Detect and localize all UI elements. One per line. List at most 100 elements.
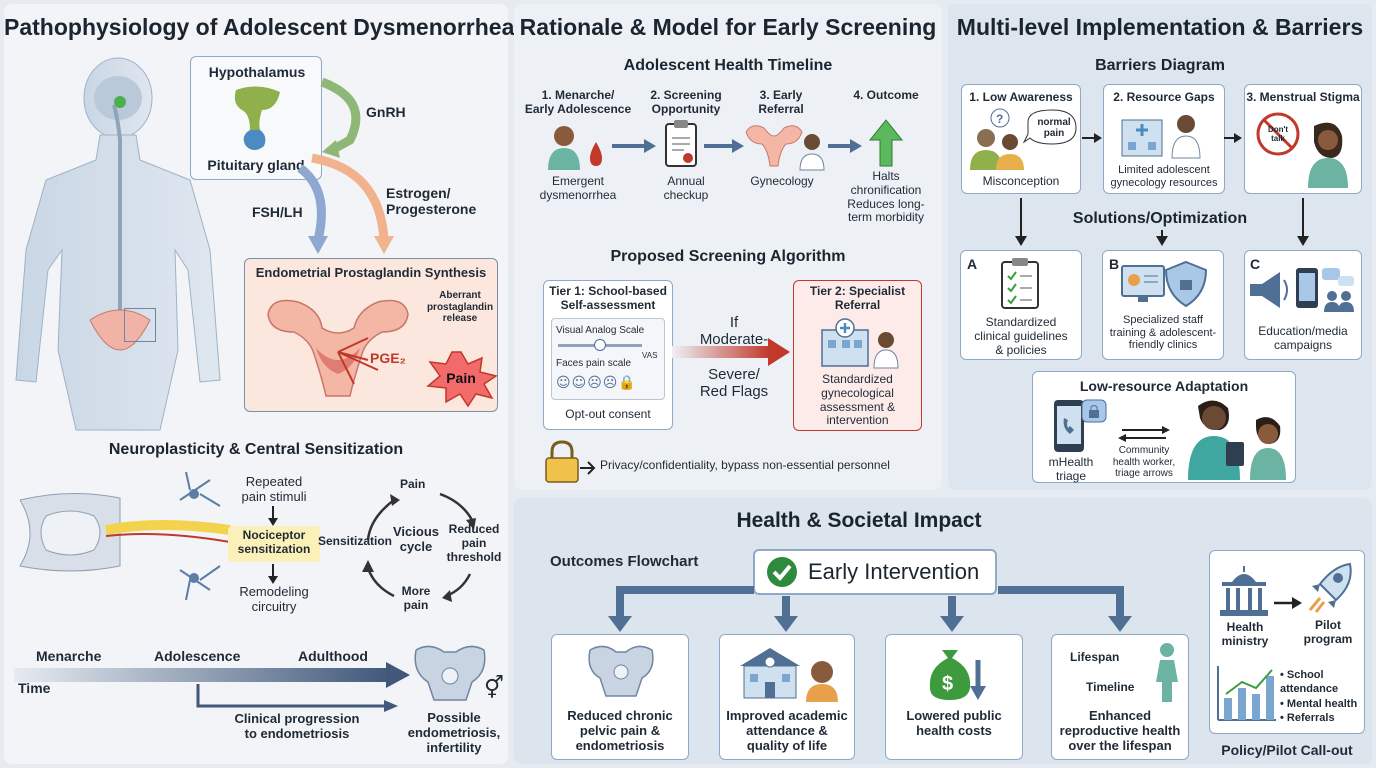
metrics-list: • School attendance • Mental health • Re… [1280, 669, 1358, 724]
step-4-label: 4. Outcome [853, 88, 919, 102]
media-campaign-icon [1250, 268, 1354, 312]
lifespan-label: Lifespan [1070, 650, 1120, 664]
timeline-time-label: Time [18, 680, 51, 696]
uterus-icon [267, 299, 409, 397]
mhealth-label: mHealth triage [1048, 455, 1094, 483]
algorithm-title: Proposed Screening Algorithm [610, 248, 846, 265]
step-2-label: 2. Screening Opportunity [650, 88, 722, 116]
synthesis-title: Endometrial Prostaglandin Synthesis [255, 265, 487, 280]
vas-tag: VAS [642, 351, 658, 360]
outcome-pain-label: Reduced chronic pelvic pain & endometrio… [567, 708, 673, 753]
barrier-arrows [1015, 133, 1309, 246]
money-bag-down-icon: $ [929, 650, 986, 700]
scale-card [551, 318, 665, 400]
solution-c-letter: C [1250, 256, 1261, 272]
outcome-costs-label: Lowered public health costs [906, 708, 1002, 738]
impact-title: Health & Societal Impact [736, 509, 982, 532]
possible-outcome-label: Possible endometriosis, infertility [407, 710, 501, 755]
vicious-cycle-arrows [362, 492, 476, 602]
hypothalamus-label: Hypothalamus [208, 64, 306, 80]
privacy-lock-icon [545, 440, 596, 483]
policy-callout-label: Policy/Pilot Call-out [1221, 742, 1353, 758]
pelvis-icon [414, 645, 486, 701]
barrier-3-title: 3. Menstrual Stigma [1246, 90, 1360, 104]
ministry-building-icon [1220, 566, 1268, 616]
step-3-label: 3. Early Referral [758, 88, 804, 116]
step-2-caption: Annual checkup [663, 174, 709, 202]
repeated-stimuli-label: Repeated pain stimuli [241, 474, 307, 504]
outcome-academic-label: Improved academic attendance & quality o… [726, 708, 848, 753]
normal-pain-bubble: normal pain [1037, 117, 1071, 139]
policy-arrow [1274, 597, 1302, 609]
life-timeline-arrows [14, 662, 410, 712]
school-student-icon [740, 648, 838, 702]
faces-label: Faces pain scale [556, 358, 632, 369]
community-health-worker-icon [1188, 400, 1286, 480]
privacy-label: Privacy/confidentiality, bypass non-esse… [600, 458, 890, 472]
svg-text:$: $ [942, 673, 953, 695]
gender-symbol-icon: ⚥ [484, 676, 504, 701]
outcome-up-arrow-icon [868, 119, 904, 167]
step-1-caption: Emergent dysmenorrhea [539, 174, 617, 202]
estrogen-label: Estrogen/ Progesterone [386, 185, 477, 218]
barriers-title: Barriers Diagram [1095, 57, 1225, 74]
timeline-adolescence-label: Adolescence [154, 648, 241, 664]
training-monitor-shield-icon [1121, 260, 1208, 308]
solution-a-letter: A [967, 256, 978, 272]
pge2-label: PGE₂ [370, 350, 406, 366]
rocket-icon [1308, 562, 1352, 613]
outcomes-flowchart-title: Outcomes Flowchart [550, 553, 699, 570]
barrier-1-caption: Misconception [982, 174, 1060, 188]
adolescent-girl-icon [548, 126, 602, 170]
outcome-lifespan-label: Enhanced reproductive health over the li… [1059, 708, 1181, 753]
neuro-down-arrows [268, 506, 278, 584]
hospital-doctor-icon [821, 318, 899, 369]
barrier-2-caption: Limited adolescent gynecology resources [1110, 164, 1218, 189]
vas-slider-handle[interactable] [594, 339, 606, 351]
tier2-title: Tier 2: Specialist Referral [809, 284, 906, 312]
chw-label: Community health worker, triage arrows [1112, 445, 1176, 479]
lifespan-timeline-label: Timeline [1086, 680, 1135, 694]
pituitary-label: Pituitary gland [207, 157, 305, 173]
barrier-2-title: 2. Resource Gaps [1113, 90, 1215, 104]
mhealth-phone-icon [1054, 399, 1107, 452]
tier2-caption: Standardized gynecological assessment & … [819, 372, 896, 428]
check-circle-icon [767, 557, 797, 587]
cycle-reduced-label: Reduced pain threshold [446, 522, 502, 564]
vas-label: Visual Analog Scale [556, 325, 645, 336]
pathophysiology-title: Pathophysiology of Adolescent Dysmenorrh… [4, 14, 515, 40]
solution-c-caption: Education/media campaigns [1258, 324, 1348, 352]
step-3-caption: Gynecology [750, 174, 814, 188]
low-resource-title: Low-resource Adaptation [1079, 378, 1249, 394]
gynecology-icon [745, 125, 825, 171]
optout-label: Opt-out consent [565, 407, 651, 421]
pain-burst-icon [426, 351, 498, 408]
confused-people-icon: ? [970, 108, 1077, 170]
timeline-step-arrows [612, 139, 862, 153]
aberrant-label: Aberrant prostaglandin release [426, 290, 494, 324]
cycle-more-label: More pain [401, 584, 431, 612]
body-silhouette-illustration [15, 57, 221, 431]
cycle-pain-label: Pain [400, 477, 426, 491]
outcome-branch-arrows [608, 586, 1132, 632]
timeline-adulthood-label: Adulthood [298, 648, 368, 664]
early-intervention-label: Early Intervention [808, 559, 980, 584]
checkup-clipboard-icon [665, 120, 697, 167]
tier1-title: Tier 1: School-based Self-assessment [549, 284, 667, 312]
spinal-cord-neurons-illustration [19, 471, 231, 601]
dont-talk-label: Don't talk [1267, 125, 1289, 143]
condition-label: If Moderate- Severe/ Red Flags [699, 314, 769, 400]
referral-arrow [672, 338, 790, 366]
barrier-1-title: 1. Low Awareness [969, 90, 1073, 104]
cycle-center-label: Vicious cycle [392, 524, 439, 554]
guidelines-checklist-icon [1001, 258, 1039, 309]
cycle-sensitization-label: Sensitization [318, 534, 393, 548]
pain-burst-label: Pain [446, 370, 476, 386]
svg-text:?: ? [996, 112, 1003, 126]
pelvis-outcome-icon [588, 645, 654, 697]
stigma-woman-icon [1256, 112, 1348, 188]
solution-b-caption: Specialized staff training & adolescent-… [1109, 314, 1217, 352]
remodeling-label: Remodeling circuitry [239, 584, 309, 614]
uterus-zoom-box [124, 308, 156, 342]
clinical-progression-label: Clinical progression to endometriosis [234, 711, 360, 741]
